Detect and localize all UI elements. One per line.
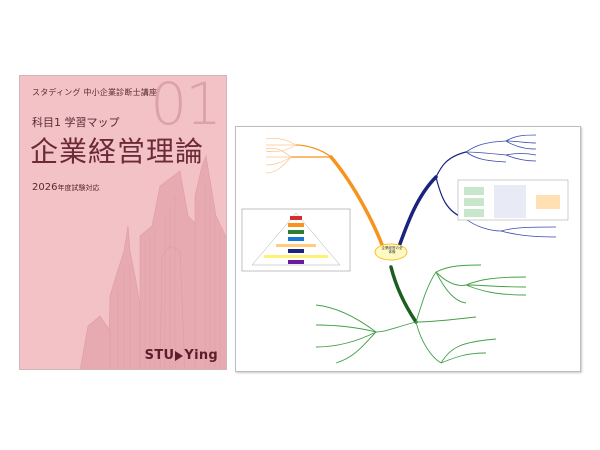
logo-right: Ying [184,348,218,363]
logo-left: STU [144,348,175,363]
exam-year-suffix: 年度試験対応 [57,184,100,192]
course-brand-line: スタディング 中小企業診断士講座 [32,88,158,97]
mindmap-image: 企業経営の全体像 [235,126,581,372]
play-triangle-icon [175,350,184,361]
book-cover: スタディング 中小企業診断士講座 01 科目1 学習マップ 企業経営理論 202… [19,75,227,370]
exam-year-number: 2026 [32,182,58,193]
mindmap-graph [241,134,569,364]
studying-logo: STU Ying [145,348,218,363]
cityscape-illustration [80,154,226,369]
book-title: 企業経営理論 [30,135,205,168]
mindmap-center-node: 企業経営の全体像 [381,246,403,254]
subject-label: 科目1 学習マップ [32,116,120,129]
exam-year: 2026年度試験対応 [32,182,99,193]
subject-number: 01 [150,75,222,138]
